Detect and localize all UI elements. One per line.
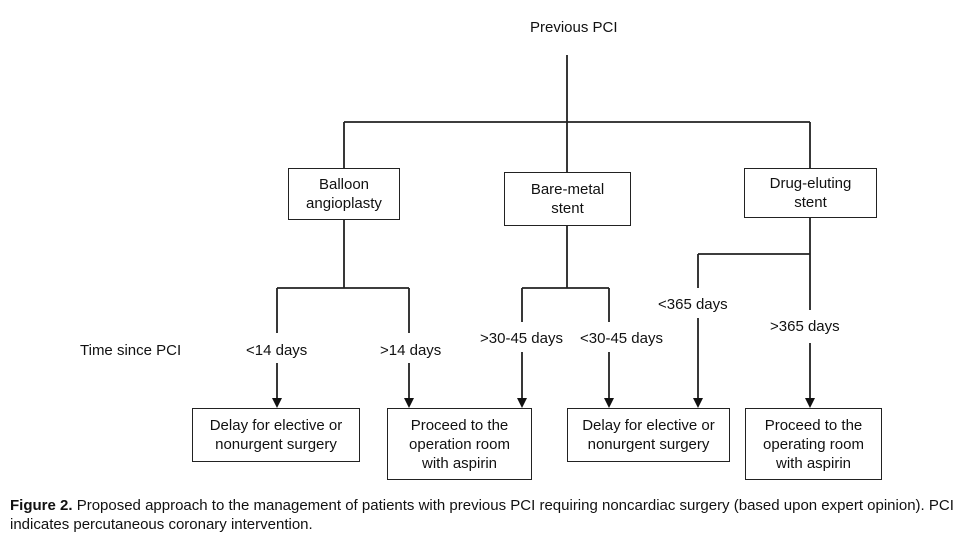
figure-caption-text: Proposed approach to the management of p…: [10, 497, 954, 533]
root-label: Previous PCI: [530, 19, 618, 36]
edge-label-balloon-short: <14 days: [246, 342, 308, 359]
figure-caption-label: Figure 2.: [10, 497, 73, 514]
proceed1-line-1: Proceed to the: [410, 416, 509, 434]
bare-metal-stent-box: Bare-metal stent: [504, 172, 631, 226]
edge-label-des-short: <365 days: [658, 296, 728, 313]
delay1-line-2: nonurgent surgery: [215, 436, 337, 453]
proceed2-line-2: operating room: [763, 435, 864, 453]
edge-label-des-long: >365 days: [770, 318, 840, 335]
time-since-pci-label: Time since PCI: [80, 342, 182, 359]
bms-line-1: Bare-metal: [530, 181, 605, 198]
edge-label-balloon-long: >14 days: [380, 342, 442, 359]
outcome-delay-box-2: Delay for elective or nonurgent surgery: [567, 408, 730, 462]
balloon-angioplasty-box: Balloon angioplasty: [288, 168, 400, 220]
des-line-1: Drug-eluting: [769, 175, 852, 192]
des-line-2: stent: [794, 194, 827, 211]
proceed1-line-2: operation room: [409, 435, 510, 453]
edge-label-bms-short: <30-45 days: [580, 330, 663, 347]
delay1-line-1: Delay for elective or: [209, 417, 343, 434]
proceed2-line-3: with aspirin: [775, 454, 852, 472]
edge-label-bms-long: >30-45 days: [480, 330, 563, 347]
figure-caption: Figure 2. Proposed approach to the manag…: [10, 496, 965, 534]
proceed1-line-3: with aspirin: [421, 454, 498, 472]
outcome-proceed-box-1: Proceed to the operation room with aspir…: [387, 408, 532, 480]
outcome-delay-box-1: Delay for elective or nonurgent surgery: [192, 408, 360, 462]
delay2-line-2: nonurgent surgery: [587, 436, 710, 453]
proceed2-line-1: Proceed to the: [764, 416, 863, 434]
balloon-line-2: angioplasty: [306, 195, 382, 212]
outcome-proceed-box-2: Proceed to the operating room with aspir…: [745, 408, 882, 480]
drug-eluting-stent-box: Drug-eluting stent: [744, 168, 877, 218]
bms-line-2: stent: [551, 200, 584, 217]
delay2-line-1: Delay for elective or: [582, 417, 715, 434]
balloon-line-1: Balloon: [318, 176, 370, 193]
